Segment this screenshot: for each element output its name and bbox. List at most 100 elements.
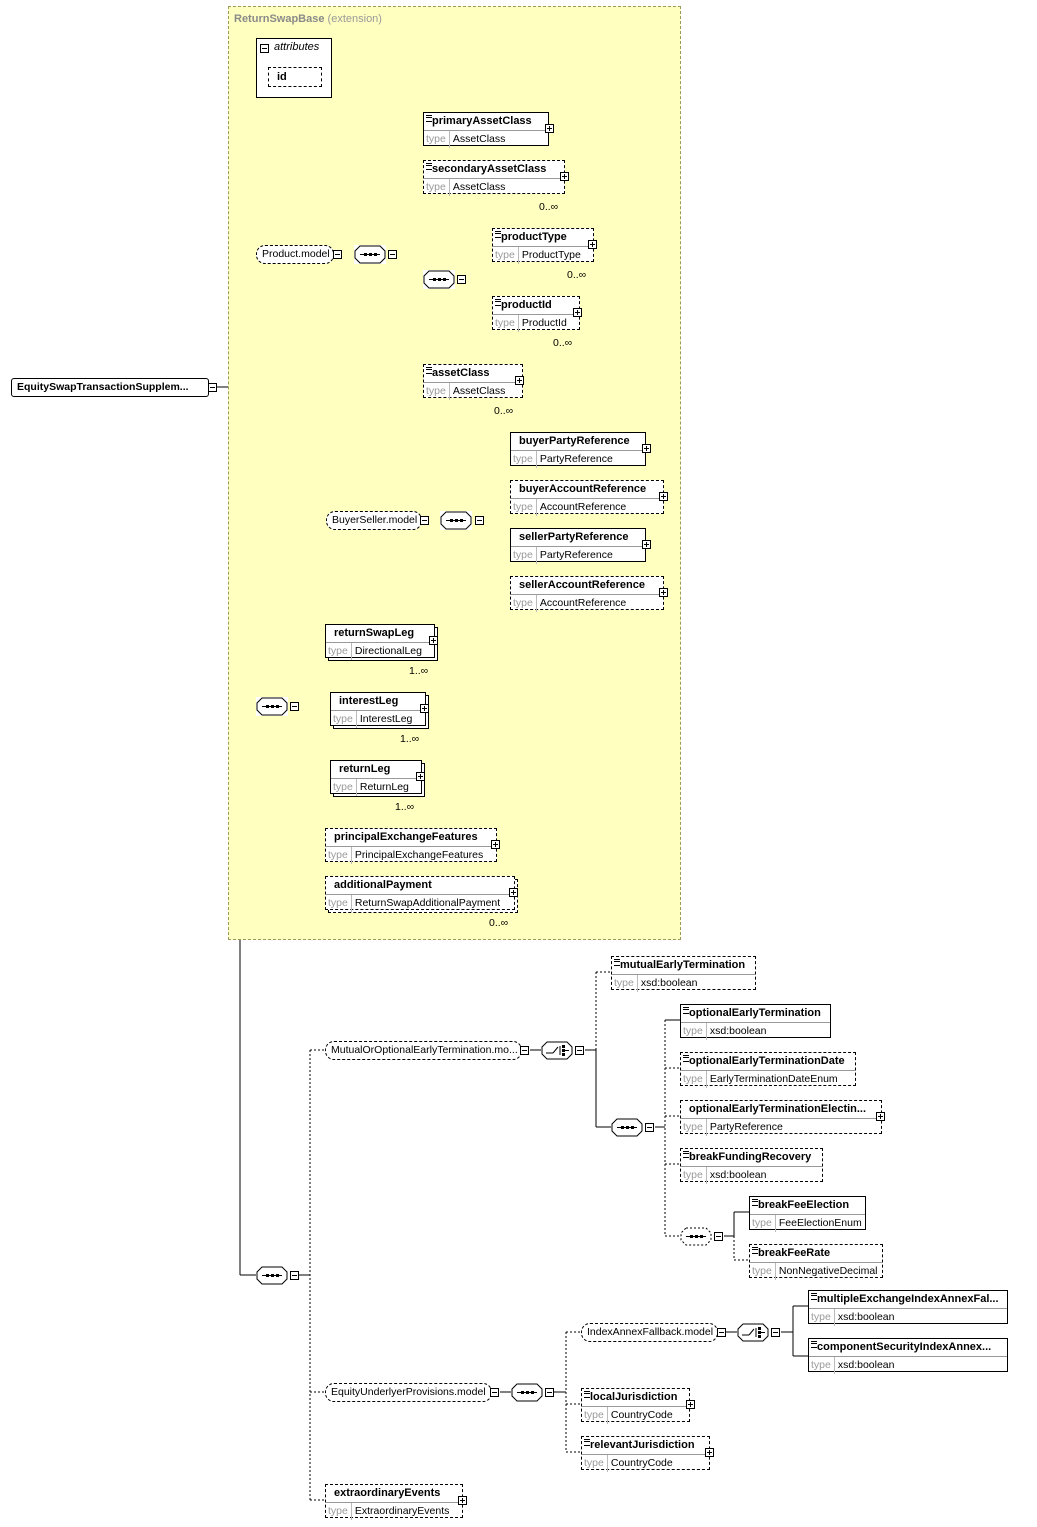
collapse-icon[interactable] bbox=[714, 1232, 723, 1241]
sequence-icon bbox=[423, 270, 455, 289]
element-name: breakFeeElection bbox=[758, 1199, 850, 1211]
collapse-icon[interactable] bbox=[545, 1388, 554, 1397]
sequence-compositor[interactable] bbox=[256, 1266, 288, 1285]
collapse-icon[interactable] bbox=[457, 275, 466, 284]
collapse-icon[interactable] bbox=[575, 1046, 584, 1055]
sequence-compositor[interactable] bbox=[511, 1383, 543, 1402]
expand-icon[interactable] bbox=[420, 704, 429, 713]
collapse-icon[interactable] bbox=[771, 1328, 780, 1337]
expand-icon[interactable] bbox=[429, 636, 438, 645]
collapse-icon[interactable] bbox=[717, 1328, 726, 1337]
collapse-icon[interactable] bbox=[208, 383, 217, 392]
cardinality: 0..∞ bbox=[553, 337, 573, 349]
type-value: PrincipalExchangeFeatures bbox=[354, 849, 484, 861]
collapse-icon[interactable] bbox=[645, 1123, 654, 1132]
sequence-compositor[interactable] bbox=[440, 511, 472, 530]
element-name: interestLeg bbox=[339, 695, 399, 707]
attributes-title: attributes bbox=[274, 41, 320, 53]
expand-icon[interactable] bbox=[659, 492, 668, 501]
type-key: type bbox=[326, 1503, 352, 1520]
type-value: xsd:boolean bbox=[837, 1311, 895, 1323]
element-name: primaryAssetClass bbox=[432, 115, 532, 127]
expand-icon[interactable] bbox=[659, 588, 668, 597]
type-key: type bbox=[424, 383, 450, 400]
collapse-icon[interactable] bbox=[290, 702, 299, 711]
choice-compositor[interactable] bbox=[541, 1041, 573, 1060]
expand-icon[interactable] bbox=[588, 240, 597, 249]
sequence-icon bbox=[511, 1383, 543, 1402]
collapse-icon[interactable] bbox=[290, 1271, 299, 1280]
collapse-icon[interactable] bbox=[420, 516, 429, 525]
group-buyer-seller-model[interactable]: BuyerSeller.model bbox=[326, 511, 422, 530]
collapse-icon[interactable] bbox=[260, 44, 269, 53]
element-name: optionalEarlyTerminationDate bbox=[689, 1055, 845, 1067]
collapse-icon[interactable] bbox=[490, 1388, 499, 1397]
type-value: InterestLeg bbox=[359, 713, 413, 725]
expand-icon[interactable] bbox=[876, 1112, 885, 1121]
element-name: principalExchangeFeatures bbox=[334, 831, 478, 843]
expand-icon[interactable] bbox=[416, 772, 425, 781]
expand-icon[interactable] bbox=[491, 840, 500, 849]
attribute-id[interactable]: id bbox=[268, 67, 322, 87]
sequence-compositor[interactable] bbox=[354, 245, 386, 264]
sequence-compositor[interactable] bbox=[680, 1227, 712, 1246]
expand-icon[interactable] bbox=[573, 308, 582, 317]
expand-icon[interactable] bbox=[705, 1448, 714, 1457]
sequence-compositor[interactable] bbox=[256, 697, 288, 716]
expand-icon[interactable] bbox=[642, 444, 651, 453]
group-index-annex-fallback-model[interactable]: IndexAnnexFallback.model bbox=[581, 1323, 718, 1342]
expand-icon[interactable] bbox=[509, 888, 518, 897]
expand-icon[interactable] bbox=[458, 1496, 467, 1505]
collapse-icon[interactable] bbox=[475, 516, 484, 525]
group-mutual-or-optional-early-termination[interactable]: MutualOrOptionalEarlyTermination.mo... bbox=[325, 1041, 522, 1060]
collapse-icon[interactable] bbox=[333, 250, 342, 259]
element-icon bbox=[584, 1439, 590, 1446]
element-name: returnSwapLeg bbox=[334, 627, 415, 639]
sequence-compositor[interactable] bbox=[423, 270, 455, 289]
element-icon bbox=[683, 1007, 689, 1014]
extension-title: ReturnSwapBase (extension) bbox=[234, 13, 382, 25]
group-product-model[interactable]: Product.model bbox=[256, 245, 334, 264]
type-value: AccountReference bbox=[539, 501, 627, 513]
element-icon bbox=[752, 1247, 758, 1254]
group-equity-underlyer-provisions-model[interactable]: EquityUnderlyerProvisions.model bbox=[325, 1383, 492, 1402]
collapse-icon[interactable] bbox=[520, 1046, 529, 1055]
expand-icon[interactable] bbox=[545, 124, 554, 133]
choice-compositor[interactable] bbox=[737, 1323, 769, 1342]
sequence-compositor[interactable] bbox=[611, 1118, 643, 1137]
element-name: productType bbox=[501, 231, 567, 243]
expand-icon[interactable] bbox=[515, 376, 524, 385]
element-name: sellerPartyReference bbox=[519, 531, 629, 543]
expand-icon[interactable] bbox=[686, 1400, 695, 1409]
expand-icon[interactable] bbox=[642, 540, 651, 549]
collapse-icon[interactable] bbox=[388, 250, 397, 259]
expand-icon[interactable] bbox=[560, 172, 569, 181]
root-element[interactable]: EquitySwapTransactionSupplem... bbox=[11, 378, 209, 397]
